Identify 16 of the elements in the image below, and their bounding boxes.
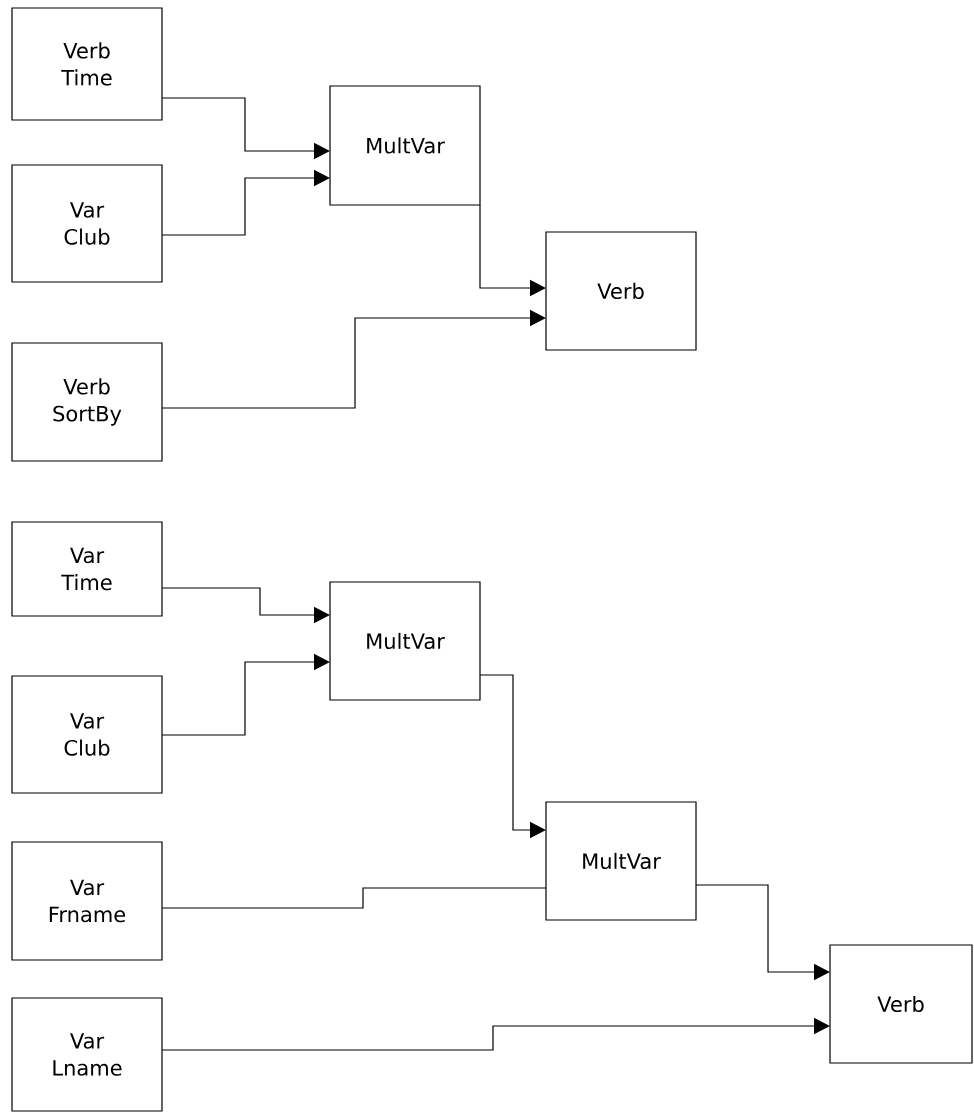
arrow xyxy=(161,653,330,736)
text-box: Var Time xyxy=(11,521,163,617)
text-box: Var Club xyxy=(11,164,163,283)
arrow xyxy=(161,1017,830,1051)
arrow xyxy=(161,169,330,236)
text-box: Verb Time xyxy=(11,7,163,121)
text-box: Var Frname xyxy=(11,841,163,961)
text-box: Var Lname xyxy=(11,997,163,1112)
text-box: Verb xyxy=(545,231,697,351)
text-box: MultVar xyxy=(329,85,481,206)
text-box: Verb xyxy=(829,944,973,1064)
text-box: MultVar xyxy=(545,801,697,921)
text-box: Verb SortBy xyxy=(11,342,163,462)
text-box: MultVar xyxy=(329,581,481,701)
text-box: Var Club xyxy=(11,675,163,794)
arrow xyxy=(161,309,546,409)
